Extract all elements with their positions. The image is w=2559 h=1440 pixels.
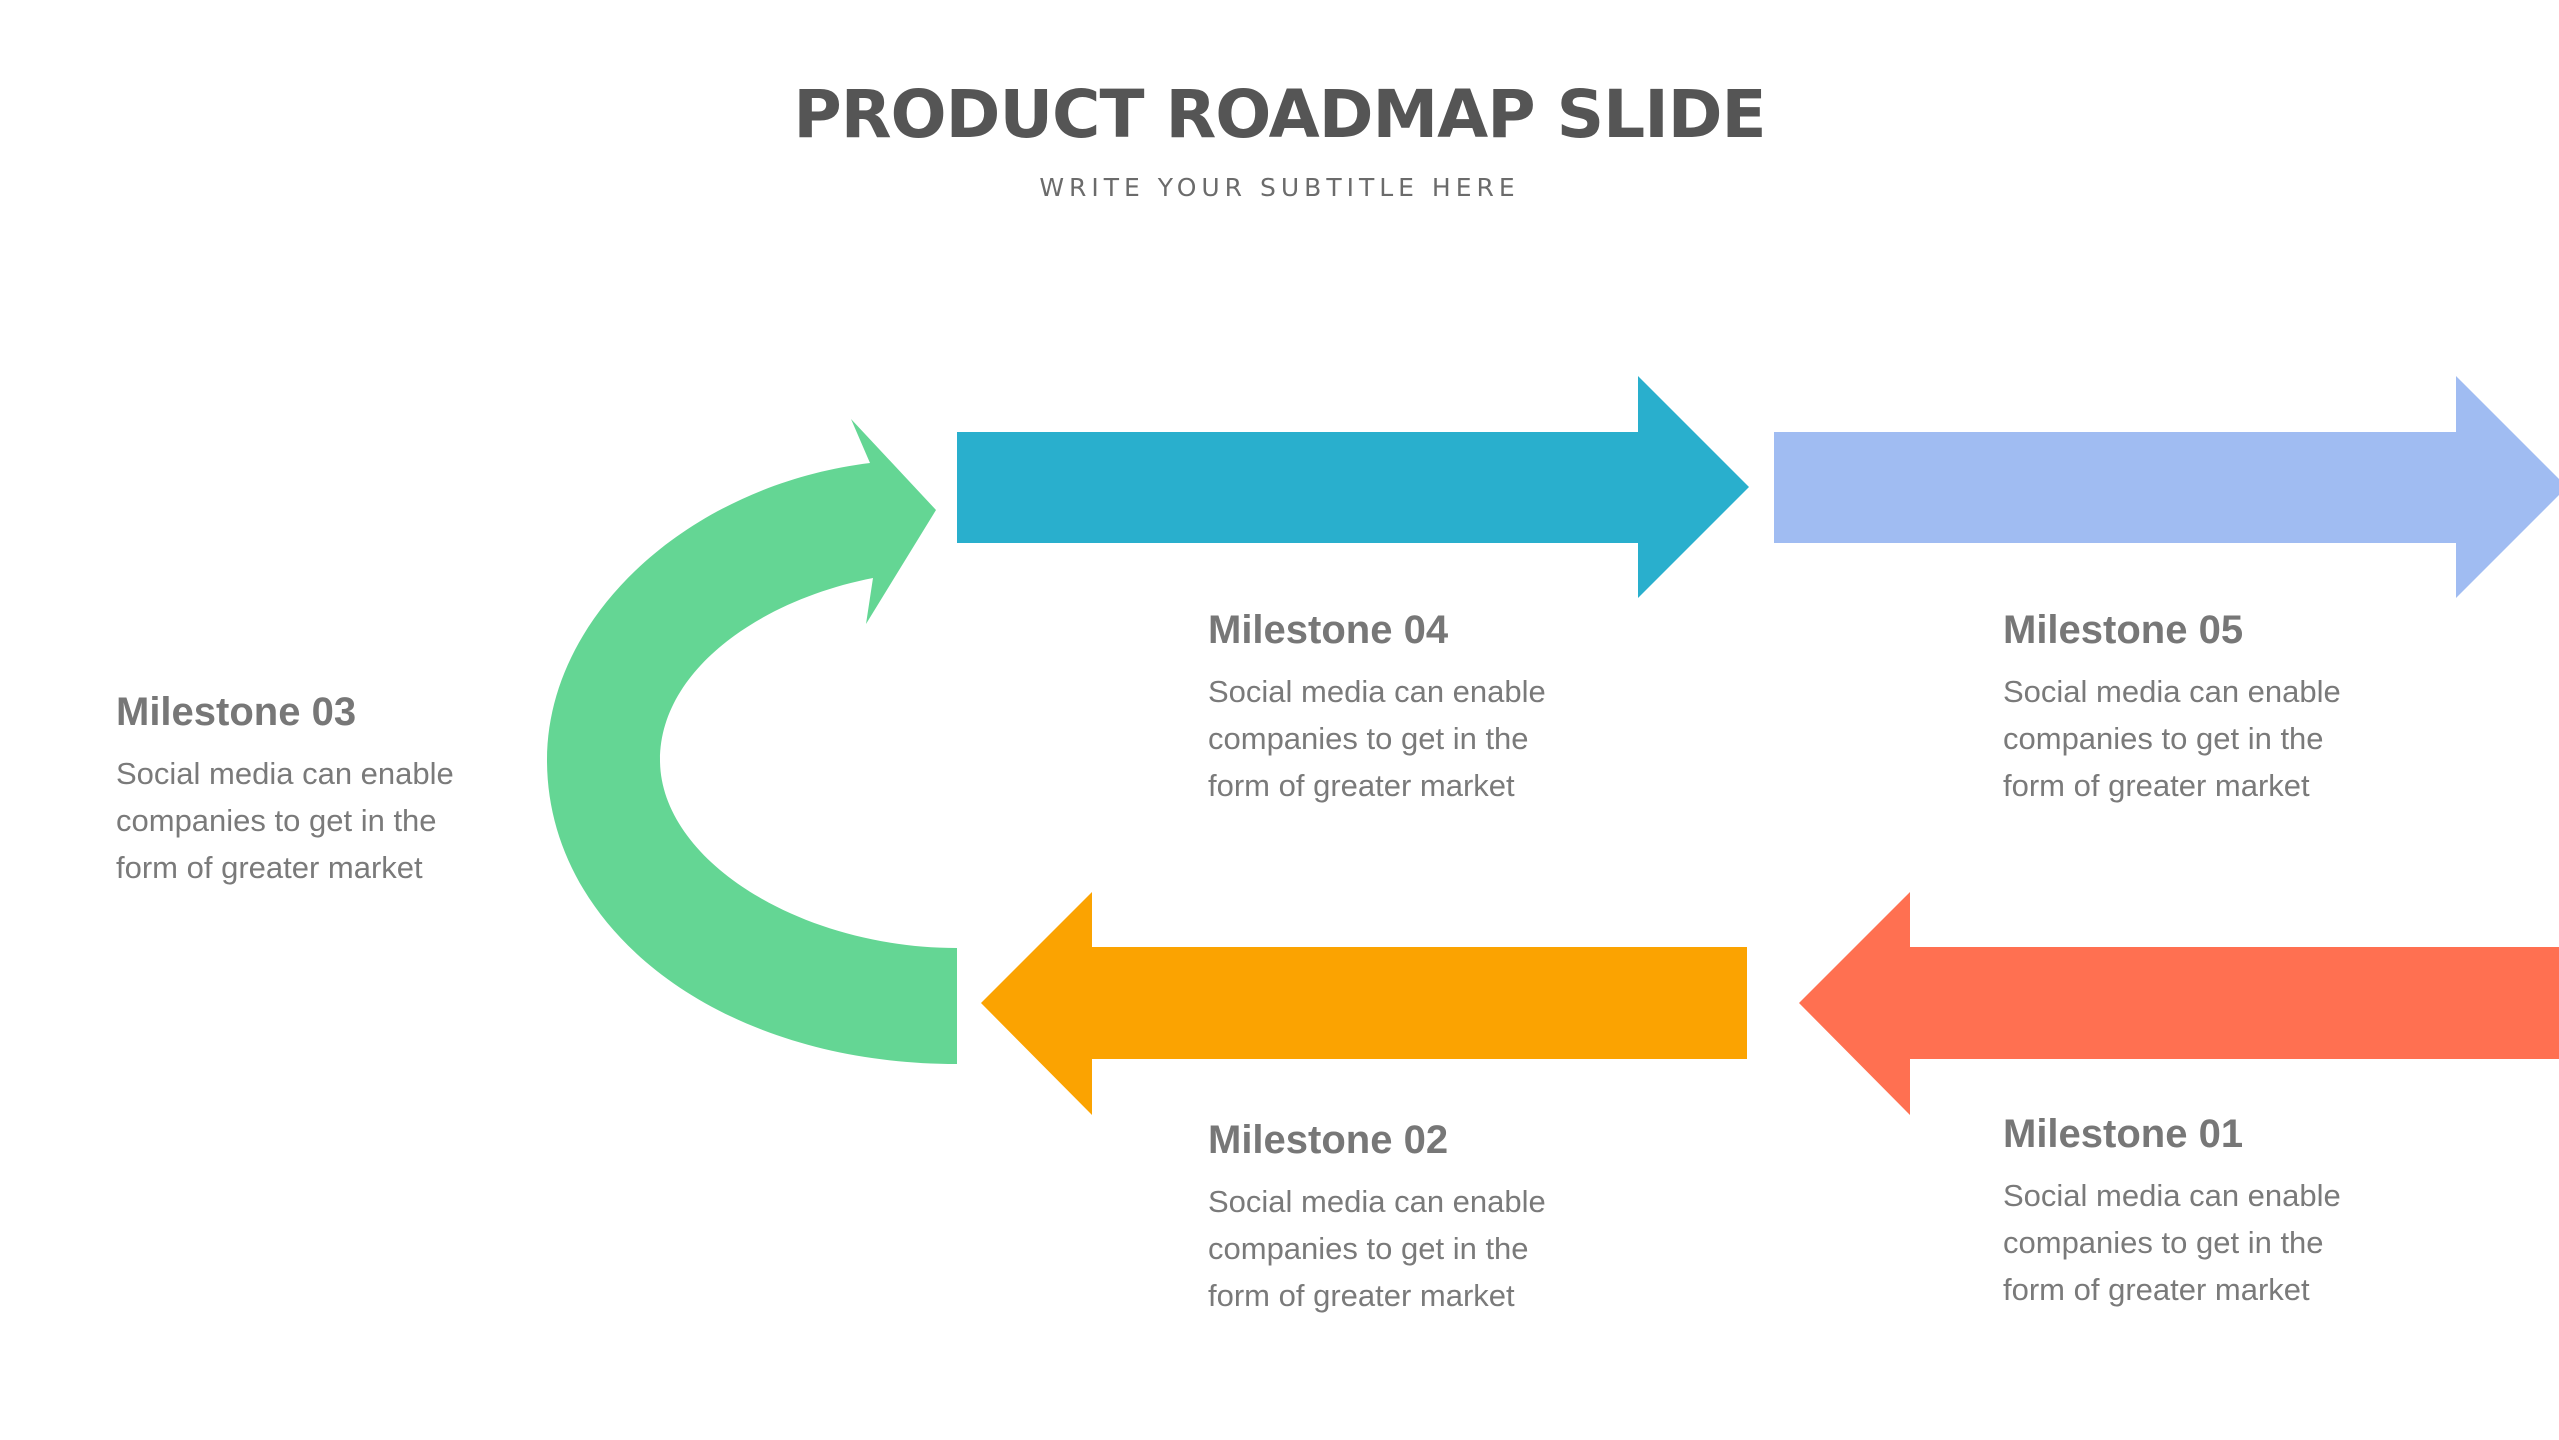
milestone-01-card: Milestone 01 Social media can enable com… [2003, 1110, 2423, 1313]
milestone-02-description: Social media can enable companies to get… [1208, 1184, 1546, 1313]
milestone-02-title: Milestone 02 [1208, 1118, 1449, 1162]
milestone-04-card: Milestone 04 Social media can enable com… [1208, 606, 1628, 809]
milestone-03-title: Milestone 03 [116, 690, 357, 734]
milestone-03-curved-arrow [547, 419, 957, 1064]
milestone-02-arrow [981, 892, 1747, 1115]
milestone-01-description: Social media can enable companies to get… [2003, 1178, 2341, 1307]
milestone-01-title: Milestone 01 [2003, 1112, 2244, 1156]
milestone-02-card: Milestone 02 Social media can enable com… [1208, 1116, 1628, 1319]
milestone-03-description: Social media can enable companies to get… [116, 756, 454, 885]
milestone-05-description: Social media can enable companies to get… [2003, 674, 2341, 803]
milestone-01-arrow [1799, 892, 2559, 1115]
milestone-05-card: Milestone 05 Social media can enable com… [2003, 606, 2423, 809]
milestone-04-description: Social media can enable companies to get… [1208, 674, 1546, 803]
slide-title: PRODUCT ROADMAP SLIDE [793, 76, 1766, 153]
slide-subtitle: WRITE YOUR SUBTITLE HERE [1039, 173, 1520, 202]
milestone-03-card: Milestone 03 Social media can enable com… [116, 688, 536, 891]
milestone-05-arrow [1774, 376, 2559, 598]
milestone-04-arrow [957, 376, 1749, 598]
milestone-04-title: Milestone 04 [1208, 608, 1449, 652]
milestone-05-title: Milestone 05 [2003, 608, 2244, 652]
